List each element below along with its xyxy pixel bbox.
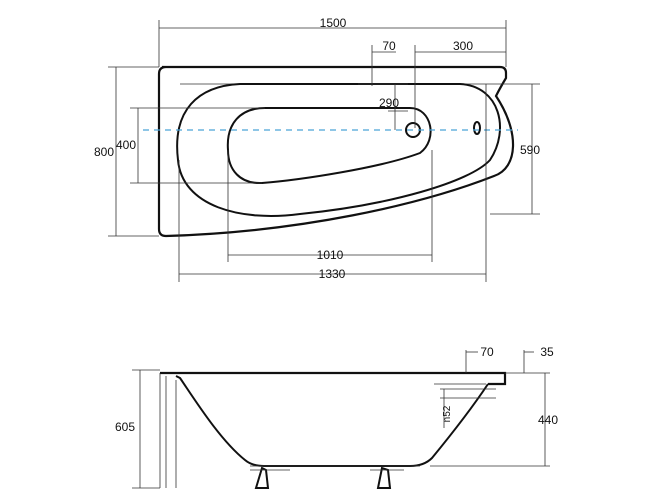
dim-offset-300: 300	[453, 39, 473, 53]
support-feet	[250, 465, 420, 489]
side-view: 70 35 605 440 n52	[115, 345, 558, 489]
tub-inner-basin	[176, 83, 501, 217]
dim-290: 290	[379, 96, 399, 110]
dim-total-length: 1500	[320, 16, 347, 30]
foot-right	[376, 466, 392, 489]
dim-1010: 1010	[317, 248, 344, 262]
dim-rim-35: 35	[540, 345, 554, 359]
dim-rim-70: 70	[480, 345, 494, 359]
top-view: 1500 70 300 290 800 400 590 1010	[94, 16, 540, 282]
foot-left	[254, 466, 270, 489]
dim-1330: 1330	[319, 267, 346, 281]
dim-depth-440: 440	[538, 413, 558, 427]
dim-drain: n52	[442, 405, 453, 422]
tub-inner-bottom	[226, 107, 432, 185]
dim-590: 590	[520, 143, 540, 157]
dim-inner-400: 400	[116, 138, 136, 152]
tub-outer-rim	[157, 65, 515, 238]
overflow-hole	[473, 121, 481, 135]
dim-width-800: 800	[94, 145, 114, 159]
dim-height-605: 605	[115, 420, 135, 434]
side-rim	[160, 371, 507, 386]
dim-offset-70: 70	[382, 39, 396, 53]
